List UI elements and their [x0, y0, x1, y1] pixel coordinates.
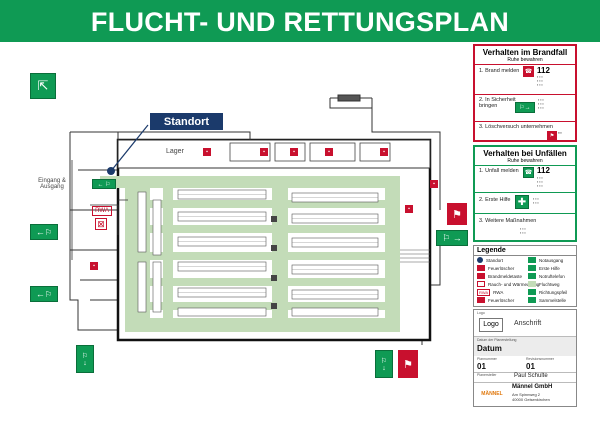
rwa-map-label: RWA: [92, 206, 112, 216]
legende-title: Legende: [474, 246, 576, 256]
first-aid-icon: [528, 265, 536, 271]
rev-caption: Revisionsnummer: [526, 357, 555, 361]
exit-sign-bottom: ⚐↓: [76, 345, 94, 373]
brandfall-title: Verhalten im Brandfall: [482, 48, 568, 57]
logo-text: Logo: [483, 321, 499, 328]
page-title: FLUCHT- UND RETTUNGSPLAN: [0, 0, 600, 42]
legend-item: Notausgang: [528, 257, 563, 263]
lager-label: Lager: [166, 148, 184, 155]
phone-icon: ☎: [523, 167, 534, 178]
brandfall-panel: Verhalten im Brandfall Ruhe bewahren 1. …: [473, 44, 577, 142]
fire-alarm-icon: ▪: [380, 148, 388, 156]
legend-item: Sammelstelle: [528, 297, 566, 303]
anschrift: Anschrift: [514, 320, 542, 327]
phone-icon: [528, 273, 536, 279]
plan-caption: Plannummer: [477, 357, 497, 361]
brandfall-step-1: 1. Brand melden: [479, 68, 520, 74]
brandfall-step-3: 3. Löschversuch unternehmen: [479, 124, 553, 130]
legend-item: Feuerlöscher: [477, 297, 514, 303]
legende-panel: Legende Standort Feuerlöscher Brandmelde…: [473, 245, 577, 307]
datum-value: Datum: [477, 344, 502, 353]
fire-alarm-icon: [477, 273, 485, 279]
logo-caption: Logo: [477, 311, 485, 315]
fire-alarm-icon: ☎: [523, 66, 534, 77]
logo-box: Logo: [479, 318, 503, 332]
fire-extinguisher-icon: ⚑: [547, 131, 557, 140]
brandfall-step-2: 2. In Sicherheit bringen: [479, 97, 516, 109]
rev-value: 01: [526, 362, 535, 371]
ersteller-caption: Planersteller: [477, 373, 497, 377]
fire-alarm-icon: ▪: [260, 148, 268, 156]
company-city: 40000 Gelsenkirchen: [512, 397, 550, 402]
standort-icon: [477, 257, 483, 263]
info-panel: Logo Logo Anschrift Datum der Planerstel…: [473, 309, 577, 407]
exit-sign-right-2: ⚐↓: [375, 350, 393, 378]
company-logo-text: MÄNNEL: [481, 391, 503, 397]
exit-icon: ⚐→: [515, 102, 535, 113]
arrow-icon: [528, 289, 536, 295]
fire-extinguisher-icon: [477, 265, 485, 271]
brandfall-subtitle: Ruhe bewahren: [507, 57, 543, 63]
company-logo: MÄNNEL: [477, 385, 507, 403]
company-name: Männel GmbH: [512, 384, 553, 390]
smoke-vent-icon: ⊠: [95, 218, 107, 230]
exit-sign-left-1: ← ⚐: [30, 224, 58, 240]
fire-alarm-icon: ▪: [405, 205, 413, 213]
rwa-map-text: RWA: [95, 208, 109, 214]
standort-label: Standort: [163, 115, 210, 128]
exit-icon: [528, 257, 536, 263]
unfaelle-title: Verhalten bei Unfällen: [483, 149, 567, 158]
escape-route-icon: [528, 281, 536, 287]
rwa-icon: RWA: [477, 289, 491, 296]
first-aid-icon: ✚: [515, 195, 529, 209]
plan-value: 01: [477, 362, 486, 371]
unfaelle-number: 112: [537, 166, 550, 175]
legend-item: Standort: [477, 257, 503, 263]
assembly-point-icon: ⇱: [30, 73, 56, 99]
company-street: Am Spinnweg 2: [512, 392, 541, 397]
ersteller-value: Paul Schulte: [514, 373, 548, 379]
exit-sign-main: ← ⚐: [92, 179, 116, 189]
unfaelle-step-2: 2. Erste Hilfe: [479, 197, 511, 203]
standort-callout: Standort: [150, 113, 223, 130]
fire-extinguisher-icon: ⚑: [398, 350, 418, 378]
legend-item: Notruftelefon: [528, 273, 565, 279]
unfaelle-panel: Verhalten bei Unfällen Ruhe bewahren 1. …: [473, 145, 577, 242]
exit-sign-left-2: ← ⚐: [30, 286, 58, 302]
unfaelle-step-3: 3. Weitere Maßnahmen: [479, 218, 537, 224]
assembly-point-icon: [528, 297, 536, 303]
brandfall-number: 112: [537, 66, 550, 75]
legend-item: Erste Hilfe: [528, 265, 560, 271]
floor-plan: [69, 94, 441, 345]
fire-alarm-icon: ▪: [325, 148, 333, 156]
legend-item: Rauch- und Wärmeabzug: [477, 281, 539, 287]
exit-sign-right-1: ⚐ →: [436, 230, 468, 246]
fire-alarm-icon: ▪: [290, 148, 298, 156]
fire-alarm-icon: ▪: [430, 180, 438, 188]
legend-item: Fluchtweg: [528, 281, 560, 287]
unfaelle-subtitle: Ruhe bewahren: [507, 158, 543, 164]
legend-item: Brandmeldetaste: [477, 273, 522, 279]
unfaelle-step-1: 1. Unfall melden: [479, 168, 519, 174]
hydrant-icon: [477, 297, 485, 303]
fire-alarm-icon: ▪: [90, 262, 98, 270]
datum-caption: Datum der Planerstellung: [477, 338, 517, 342]
legend-item: Feuerlöscher: [477, 265, 514, 271]
eingang-label: Eingang & Ausgang: [38, 178, 66, 190]
fire-alarm-icon: ▪: [203, 148, 211, 156]
legend-item: Richtungspfeil: [528, 289, 567, 295]
smoke-vent-icon: [477, 281, 485, 287]
fire-extinguisher-icon: ⚑: [447, 203, 467, 225]
